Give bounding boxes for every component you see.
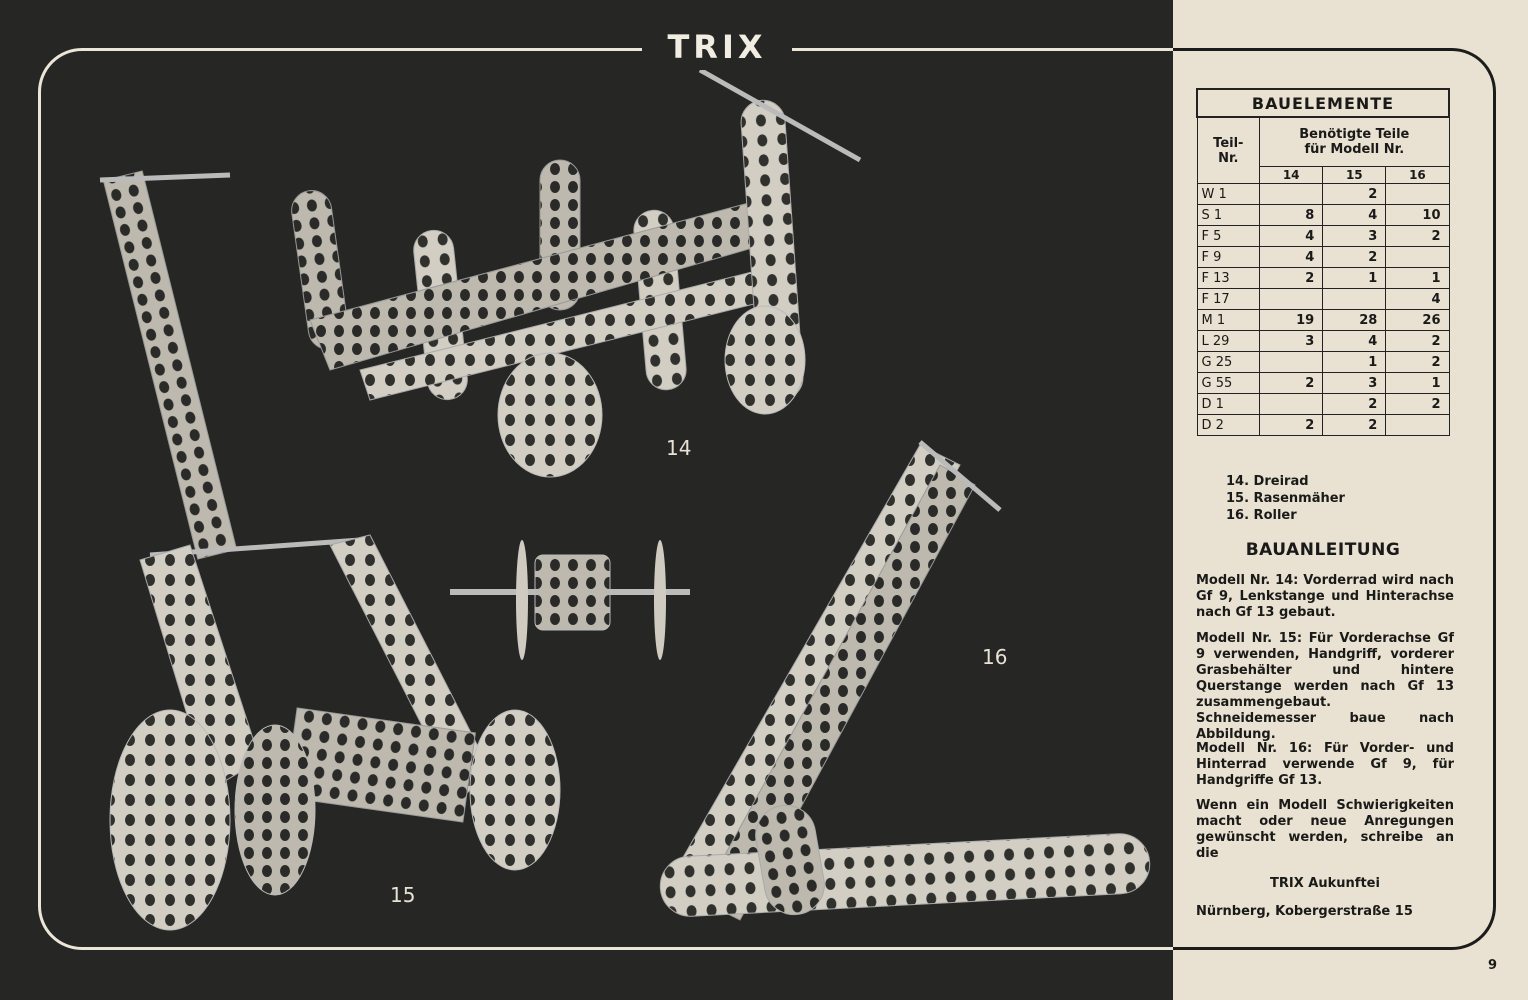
- col-model-16: 16: [1385, 166, 1450, 184]
- instruction-model-16: Modell Nr. 16: Für Vorder- und Hinterrad…: [1196, 741, 1454, 788]
- axle-detail: [450, 540, 690, 660]
- model-15-lawnmower: [99, 170, 561, 931]
- list-item: 14. Dreirad: [1226, 474, 1309, 489]
- brand-title: TRIX: [667, 28, 767, 66]
- col-model-14: 14: [1259, 166, 1324, 184]
- instruction-model-14: Modell Nr. 14: Vorderrad wird nach Gf 9,…: [1196, 573, 1454, 620]
- instruction-model-15: Modell Nr. 15: Für Vorderachse Gf 9 verw…: [1196, 631, 1454, 742]
- caption-14: 14: [666, 436, 691, 460]
- parts-table: BAUELEMENTE Teil- Nr. Benötigte Teile fü…: [1196, 88, 1450, 436]
- caption-16: 16: [982, 645, 1007, 669]
- model-16-scooter: [659, 440, 1151, 921]
- list-item: 16. Roller: [1226, 508, 1297, 523]
- parts-table-title: BAUELEMENTE: [1196, 88, 1450, 118]
- model-14-tricycle: [291, 70, 862, 478]
- list-item: 15. Rasenmäher: [1226, 491, 1345, 506]
- address: Nürnberg, Kobergerstraße 15: [1196, 904, 1413, 919]
- organization-name: TRIX Aukunftei: [1270, 876, 1380, 891]
- col-needed-header: Benötigte Teile für Modell Nr.: [1259, 116, 1450, 167]
- page-number: 9: [1488, 958, 1498, 973]
- col-part-header: Teil- Nr.: [1196, 116, 1261, 184]
- model-list: 14. Dreirad 15. Rasenmäher 16. Roller: [1226, 473, 1345, 524]
- model-photographs: 14 15 16: [99, 70, 1151, 931]
- instructions-heading: BAUANLEITUNG: [1245, 540, 1401, 560]
- page-frame-right: [1173, 48, 1496, 950]
- instruction-contact: Wenn ein Modell Schwierigkeiten macht od…: [1196, 798, 1454, 861]
- caption-15: 15: [390, 883, 415, 907]
- col-model-15: 15: [1322, 166, 1387, 184]
